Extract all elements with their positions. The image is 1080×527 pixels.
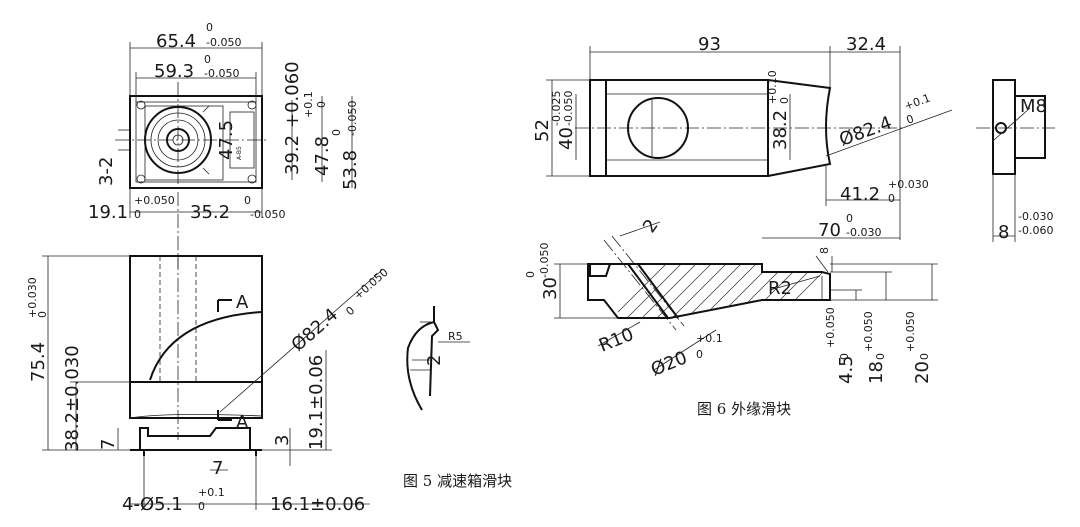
dim-dia-82-4: Ø82.4 (288, 304, 343, 355)
fig6-section-dims: 30 0 -0.050 2 R10 Ø20 +0.1 0 R2 8 4.5 +0… (524, 215, 938, 384)
dim-75-4: 75.4 (28, 342, 49, 382)
tol: 0 (330, 129, 343, 136)
tol: +0.050 (904, 311, 917, 352)
tol: +0.10 (766, 70, 779, 104)
tol: 0 (204, 53, 211, 66)
tol: -0.050 (346, 101, 359, 136)
dim-dia-82-4-f6: Ø82.4 (837, 112, 895, 150)
tol: -0.050 (206, 36, 241, 49)
tol: +0.050 (351, 266, 390, 303)
tol: 0 (874, 353, 887, 360)
section-a-top: A (236, 292, 249, 313)
dim-39-2: 39.2 (282, 135, 303, 175)
fig5-top-view: A-B5 (115, 82, 268, 268)
tol: 0 (524, 271, 537, 278)
tol: -0.050 (538, 243, 551, 278)
dim-40: 40 (556, 127, 577, 150)
tol: 0 (198, 500, 205, 513)
dim-70: 70 (818, 220, 841, 241)
dim-65-4: 65.4 (156, 31, 196, 52)
dim-dia-20: Ø20 (648, 347, 690, 380)
fig5-caption: 图 5 减速箱滑块 (403, 472, 512, 490)
tol: 0 (244, 194, 251, 207)
tol: -0.060 (1018, 224, 1053, 237)
dim-47-5: 47.5 (216, 120, 237, 160)
dim-30: 30 (540, 277, 561, 300)
tol: +0.030 (26, 277, 39, 318)
tol: -0.050 (250, 208, 285, 221)
dim-holes: 4-Ø5.1 (122, 494, 183, 515)
dim-r5: R5 (448, 330, 463, 343)
dim-35-2: 35.2 (190, 202, 230, 223)
tol: 0 (315, 101, 328, 108)
tol: 0 (206, 21, 213, 34)
fig5-front-view: A A (129, 255, 263, 456)
fig6-top-view: M8 (575, 79, 1055, 177)
tol: -0.025 (550, 91, 563, 126)
fig6-top-dims: 93 32.4 52 40 -0.025 -0.050 38.2 +0.10 0… (532, 34, 1053, 243)
dim-7-left: 7 (98, 439, 119, 450)
svg-text:A-B5: A-B5 (236, 146, 243, 160)
tol: 0 (696, 348, 703, 361)
dim-r2: R2 (768, 278, 792, 299)
tol: -0.050 (562, 91, 575, 126)
dim-18: 18 (866, 361, 887, 384)
dim-19-1-v: 19.1±0.06 (306, 355, 327, 450)
dim-7-bottom: 7 (212, 458, 223, 479)
fig5-top-dims: 65.4 0 -0.050 59.3 0 -0.050 39.2 +0.060 … (88, 21, 361, 223)
dim-r10: R10 (596, 324, 637, 357)
tol: 0 (343, 304, 357, 318)
tol: +0.060 (282, 61, 303, 128)
tol: -0.030 (1018, 210, 1053, 223)
dim-38-2: 38.2±0.030 (62, 345, 83, 452)
dim-93: 93 (698, 34, 721, 55)
tol: -0.030 (846, 226, 881, 239)
dim-52: 52 (532, 119, 553, 142)
dim-59-3: 59.3 (154, 61, 194, 82)
tol: 0 (36, 311, 49, 318)
fig6-caption: 图 6 外缘滑块 (697, 400, 791, 418)
dim-38-2-f6: 38.2 (770, 110, 791, 150)
dim-4-5: 4.5 (836, 355, 857, 384)
dim-53-8: 53.8 (340, 150, 361, 190)
tol: 0 (846, 212, 853, 225)
dim-19-1: 19.1 (88, 202, 128, 223)
tol: +0.050 (134, 194, 175, 207)
dim-m8: M8 (1020, 96, 1047, 117)
dim-41-2: 41.2 (840, 184, 880, 205)
dim-32-4: 32.4 (846, 34, 886, 55)
tol: 0 (905, 112, 916, 127)
dim-2-detail: 2 (424, 355, 445, 366)
tol: 0 (838, 353, 851, 360)
dim-3: 3 (272, 435, 293, 446)
section-a-bottom: A (236, 412, 249, 433)
dim-2-f6: 2 (639, 215, 663, 236)
fig5-detail-section: R5 2 (406, 306, 470, 411)
fig5-front-dims: 75.4 +0.030 0 38.2±0.030 7 Ø82.4 +0.050 … (26, 255, 391, 515)
fig6-section-view (587, 235, 833, 331)
tol: +0.050 (824, 307, 837, 348)
dim-8-f6: 8 (818, 247, 831, 254)
tol: +0.1 (198, 486, 225, 499)
dim-8-right: 8 (998, 222, 1009, 243)
tol: +0.030 (888, 178, 929, 191)
tol: 0 (778, 97, 791, 104)
tol: 0 (918, 353, 931, 360)
dim-16-1: 16.1±0.06 (270, 494, 365, 515)
dim-47-8: 47.8 (312, 136, 333, 176)
tol: +0.1 (696, 332, 723, 345)
tol: +0.050 (862, 311, 875, 352)
dim-3-2: 3-2 (96, 157, 117, 186)
tol: +0.1 (903, 91, 933, 112)
tol: 0 (134, 208, 141, 221)
tol: -0.050 (204, 67, 239, 80)
tol: 0 (888, 192, 895, 205)
tol: +0.1 (302, 91, 315, 118)
dim-20: 20 (912, 361, 933, 384)
